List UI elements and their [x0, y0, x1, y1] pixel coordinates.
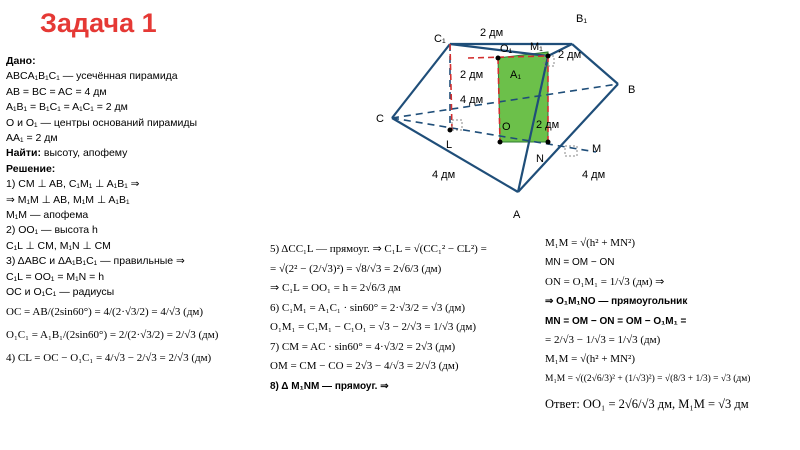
given-line: AB = BC = AC = 4 дм: [6, 85, 107, 98]
given-line: AA₁ = 2 дм: [6, 132, 58, 145]
step-line: O₁M₁ = C₁M₁ − C₁O₁ = √3 − 2/√3 = 1/√3 (д…: [270, 321, 477, 333]
vertex-a1-label: A₁: [510, 69, 521, 81]
step-line: M₁M = √(h² + MN²): [545, 353, 635, 366]
measure-top: 2 дм: [480, 27, 503, 39]
step-line: MN = OM − ON = OM − O₁M₁ =: [545, 315, 687, 327]
solution-line: C₁L ⊥ CM, M₁N ⊥ CM: [6, 239, 111, 252]
point-m1-label: M₁: [530, 41, 543, 53]
step-line: 8) Δ M₁NM — прямоуг. ⇒: [270, 380, 389, 392]
measure-bottom-right: 4 дм: [582, 169, 605, 181]
step-line: OM = CM − CO = 2√3 − 4/√3 = 2/√3 (дм): [270, 360, 459, 372]
solution-line: M₁M — апофема: [6, 209, 89, 222]
step-line: ⇒ C₁L = OO₁ = h = 2√6/3 дм: [270, 282, 401, 294]
measure-height: 4 дм: [460, 94, 483, 106]
point-o-label: O: [502, 121, 511, 133]
find-text: высоту, апофему: [43, 147, 128, 160]
vertex-b-label: B: [628, 84, 635, 96]
point-m-label: M: [592, 143, 601, 155]
construction-lines: [449, 43, 549, 143]
given-line: O и O₁ — центры оснований пирамиды: [6, 116, 198, 129]
measure-c1a1: 2 дм: [460, 69, 483, 81]
step-line: M₁M = √(h² + MN²): [545, 237, 635, 249]
vertex-a-label: A: [513, 209, 521, 221]
measure-right-height: 2 дм: [536, 119, 559, 131]
solution-formula: OC = AB/(2sin60°) = 4/(2·√3/2) = 4/√3 (д…: [6, 305, 204, 318]
solution-line: ⇒ M₁M ⊥ AB, M₁M ⊥ A₁B₁: [6, 193, 130, 206]
steps-right: M₁M = √(h² + MN²) MN = OM − ON ON = O₁M₁…: [545, 234, 795, 415]
solution-formula: 4) CL = OC − O₁C₁ = 4/√3 − 2/√3 = 2/√3 (…: [6, 352, 212, 365]
solution-line: OC и O₁C₁ — радиусы: [6, 286, 115, 299]
solution-line: 3) ΔABC и ΔA₁B₁C₁ — правильные ⇒: [6, 255, 185, 268]
measure-b1m1: 2 дм: [558, 49, 581, 61]
find-line: Найти: высоту, апофему: [6, 146, 268, 161]
step-line: 7) CM = AC · sin60° = 4·√3/2 = 2√3 (дм): [270, 340, 456, 353]
vertex-b1-label: B₁: [576, 13, 587, 25]
steps-middle: 5) ΔCC₁L — прямоуг. ⇒ C₁L = √(CC₁² − CL²…: [270, 240, 538, 396]
vertex-c1-label: C₁: [434, 33, 446, 45]
given-line: A₁B₁ = B₁C₁ = A₁C₁ = 2 дм: [6, 101, 128, 114]
find-header: Найти:: [6, 147, 41, 160]
pyramid-figure: C₁ B₁ A₁ B C A O₁ M₁ O L N M 2 дм 2 дм 2…: [376, 13, 635, 221]
given-block: Дано: ABCA₁B₁C₁ — усечённая пирамида AB …: [6, 54, 268, 367]
step-line: = √(2² − (2/√3)²) = √8/√3 = 2√6/3 (дм): [270, 262, 442, 275]
task-title: Задача 1: [40, 8, 157, 38]
answer-line: Ответ: OO₁ = 2√6/√3 дм, M₁M = √3 дм: [545, 397, 749, 412]
point-l-label: L: [446, 139, 452, 151]
solution-line: C₁L = OO₁ = M₁N = h: [6, 270, 105, 283]
given-header: Дано:: [6, 55, 36, 67]
step-line: 5) ΔCC₁L — прямоуг. ⇒ C₁L = √(CC₁² − CL²…: [270, 243, 487, 255]
point-n-label: N: [536, 153, 544, 165]
step-line: M₁M = √((2√6/3)² + (1/√3)²) = √(8/3 + 1/…: [545, 373, 751, 384]
vertex-c-label: C: [376, 113, 384, 125]
step-line: ⇒ O₁M₁NO — прямоугольник: [545, 296, 688, 308]
step-line: = 2/√3 − 1/√3 = 1/√3 (дм): [545, 334, 661, 347]
point-o1-label: O₁: [500, 43, 513, 55]
solution-line: 1) CM ⊥ AB, C₁M₁ ⊥ A₁B₁ ⇒: [6, 178, 140, 191]
measure-bottom-left: 4 дм: [432, 169, 455, 181]
solution-header: Решение:: [6, 162, 56, 175]
step-line: ON = O₁M₁ = 1/√3 (дм) ⇒: [545, 275, 665, 288]
solution-formula: O₁C₁ = A₁B₁/(2sin60°) = 2/(2·√3/2) = 2/√…: [6, 328, 219, 341]
points: [447, 53, 551, 145]
step-line: 6) C₁M₁ = A₁C₁ · sin60° = 2·√3/2 = √3 (д…: [270, 301, 465, 314]
pyramid-edges: [391, 42, 619, 193]
solution-line: 2) OO₁ — высота h: [6, 224, 98, 237]
given-line: ABCA₁B₁C₁ — усечённая пирамида: [6, 70, 178, 83]
step-line: MN = OM − ON: [545, 257, 615, 269]
